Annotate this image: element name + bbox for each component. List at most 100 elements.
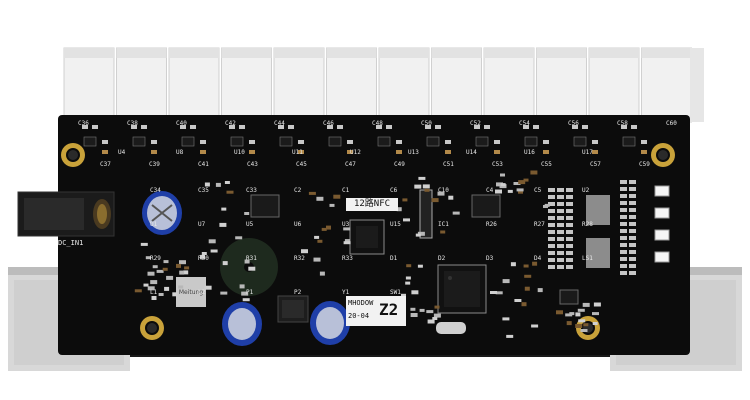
designator-u14: U14 — [466, 149, 477, 156]
designator-r31: R31 — [246, 255, 257, 262]
designator-d3: D3 — [486, 255, 494, 262]
designator-u17: U17 — [582, 149, 593, 156]
designator-c38: C38 — [127, 120, 138, 127]
designator-u13: U13 — [408, 149, 419, 156]
designator-c57: C57 — [590, 161, 601, 168]
designator-u2: U2 — [582, 187, 590, 194]
designator-p1: P1 — [246, 289, 254, 296]
designator-c41: C41 — [198, 161, 209, 168]
top-connector-5 — [273, 47, 325, 123]
designator-c43: C43 — [247, 161, 258, 168]
designator-u10: U10 — [234, 149, 245, 156]
designator-r26: R26 — [486, 221, 497, 228]
designator-l1: L1 — [150, 289, 158, 296]
top-connector-row — [63, 47, 704, 123]
nfc-chip-u15 — [349, 219, 385, 255]
designator-c58: C58 — [617, 120, 628, 127]
top-connector-12 — [641, 47, 692, 123]
soic-u14 — [471, 194, 501, 218]
sot-u1 — [559, 289, 579, 305]
capacitor-c34b — [310, 301, 350, 345]
designator-u16: U16 — [524, 149, 535, 156]
designator-c47: C47 — [345, 161, 356, 168]
mcu-ic1 — [437, 264, 487, 314]
mount-hole-bottom-left — [140, 316, 164, 340]
designator-c59: C59 — [639, 161, 650, 168]
resistor-array-right — [620, 180, 636, 275]
version-line2: 20-04 — [348, 312, 370, 320]
designator-c54: C54 — [519, 120, 530, 127]
crystal-y1 — [436, 322, 466, 334]
designator-c4: C4 — [486, 187, 494, 194]
designator-c6: C6 — [390, 187, 398, 194]
designator-c37: C37 — [100, 161, 111, 168]
model-label: 12路NFC — [346, 198, 398, 211]
inductor-label: Meitung — [179, 289, 203, 296]
top-connector-1 — [63, 47, 115, 123]
version-label: MHODOW 20-04 Z2 — [346, 296, 406, 326]
dc-power-jack — [17, 191, 115, 237]
designator-ls1: LS1 — [582, 255, 593, 262]
power-jack-label: DC_IN1 — [58, 239, 84, 247]
designator-u3: U3 — [342, 221, 350, 228]
resistor-array-left — [548, 188, 573, 269]
top-connector-11 — [588, 47, 640, 123]
led-d2 — [654, 207, 670, 219]
designator-u6: U6 — [294, 221, 302, 228]
designator-c50: C50 — [421, 120, 432, 127]
designator-p2: P2 — [294, 289, 302, 296]
designator-u4: U4 — [118, 149, 126, 156]
designator-u5: U5 — [246, 221, 254, 228]
designator-c44: C44 — [274, 120, 285, 127]
designator-l2: L2 — [198, 289, 206, 296]
designator-c55: C55 — [541, 161, 552, 168]
designator-u15: U15 — [390, 221, 401, 228]
led-d1 — [654, 185, 670, 197]
mount-hole-top-left — [61, 143, 85, 167]
capacitor-c33 — [222, 302, 262, 346]
soic-u7 — [250, 194, 280, 218]
designator-r29: R29 — [150, 255, 161, 262]
designator-r33: R33 — [342, 255, 353, 262]
designator-c52: C52 — [470, 120, 481, 127]
led-d4 — [654, 251, 670, 263]
designator-d4: D4 — [534, 255, 542, 262]
designator-c39: C39 — [149, 161, 160, 168]
pin-header — [419, 189, 433, 239]
designator-c49: C49 — [394, 161, 405, 168]
designator-sw1: SW1 — [390, 289, 401, 296]
designator-r28: R28 — [582, 221, 593, 228]
designator-c2: C2 — [294, 187, 302, 194]
top-connector-7 — [378, 47, 430, 123]
designator-c48: C48 — [372, 120, 383, 127]
designator-c1: C1 — [342, 187, 350, 194]
regulator-u3 — [277, 295, 309, 323]
designator-u8: U8 — [176, 149, 184, 156]
top-connector-3 — [168, 47, 220, 123]
designator-r32: R32 — [294, 255, 305, 262]
designator-u1: U1 — [150, 221, 158, 228]
designator-c40: C40 — [176, 120, 187, 127]
designator-c10: C10 — [438, 187, 449, 194]
designator-c45: C45 — [296, 161, 307, 168]
designator-y1: Y1 — [342, 289, 350, 296]
module-right-lower — [586, 238, 610, 268]
designator-r30: R30 — [198, 255, 209, 262]
designator-c42: C42 — [225, 120, 236, 127]
designator-c46: C46 — [323, 120, 334, 127]
designator-u7: U7 — [198, 221, 206, 228]
mount-hole-top-right — [651, 143, 675, 167]
led-d3 — [654, 229, 670, 241]
designator-c33: C33 — [246, 187, 257, 194]
designator-d2: D2 — [438, 255, 446, 262]
top-connector-8 — [431, 47, 482, 123]
designator-d1: D1 — [390, 255, 398, 262]
designator-c36: C36 — [78, 120, 89, 127]
top-connector-4 — [221, 47, 272, 123]
smd-components — [134, 170, 601, 338]
channel-chip-row — [82, 125, 647, 154]
designator-c53: C53 — [492, 161, 503, 168]
designator-c34: C34 — [150, 187, 161, 194]
version-line1: MHODOW — [348, 299, 374, 307]
designator-c35: C35 — [198, 187, 209, 194]
